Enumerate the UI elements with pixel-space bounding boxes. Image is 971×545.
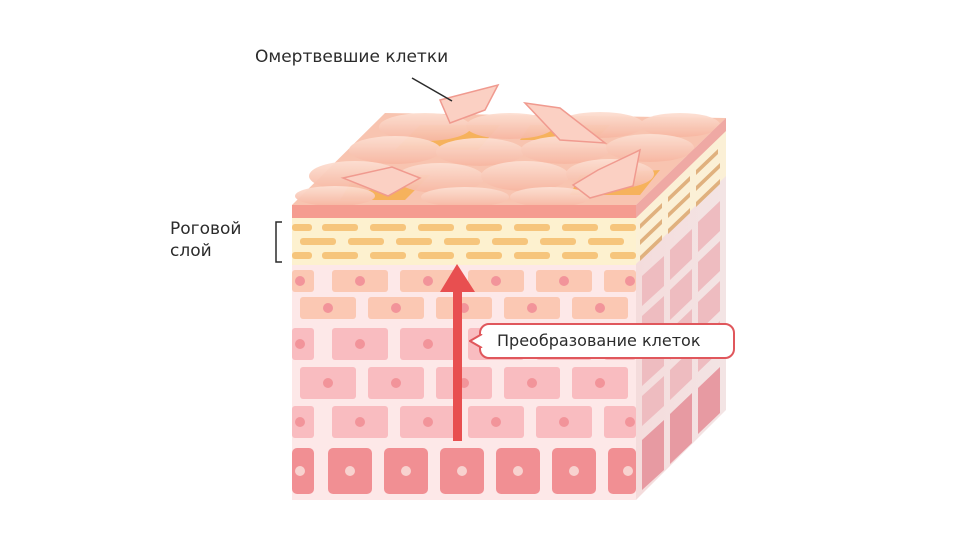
- front-face: [292, 218, 636, 500]
- cell-transformation-callout: Преобразование клеток: [469, 323, 735, 359]
- dead-cells-pointer: [411, 77, 453, 102]
- cell-transformation-arrow: [440, 264, 475, 441]
- horny-layer-label-line2: слой: [170, 241, 212, 261]
- cell-transformation-label: Преобразование клеток: [497, 331, 701, 350]
- callout-tail-icon: [469, 334, 483, 348]
- dead-cells-label: Омертвевшие клетки: [255, 47, 449, 67]
- horny-layer-label: Роговой слой: [170, 218, 241, 262]
- horny-layer-bracket: [275, 221, 282, 263]
- dead-cell-flakes: [340, 83, 642, 199]
- horny-layer-label-line1: Роговой: [170, 219, 242, 239]
